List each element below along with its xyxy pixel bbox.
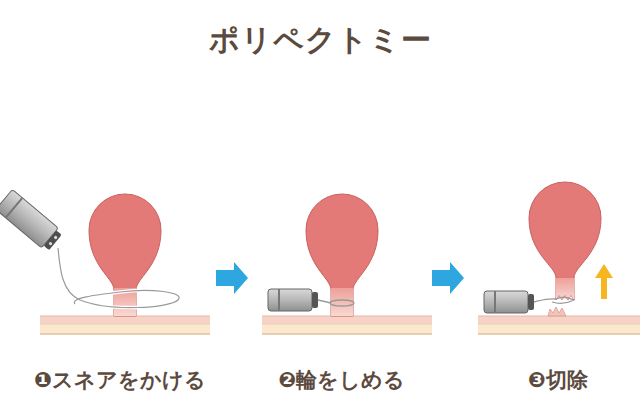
- step-label: ❶スネアをかける: [34, 366, 206, 394]
- step-label: ❸切除: [528, 366, 588, 394]
- step-label: ❷輪をしめる: [279, 366, 406, 394]
- diagram-title: ポリペクトミー: [209, 20, 432, 61]
